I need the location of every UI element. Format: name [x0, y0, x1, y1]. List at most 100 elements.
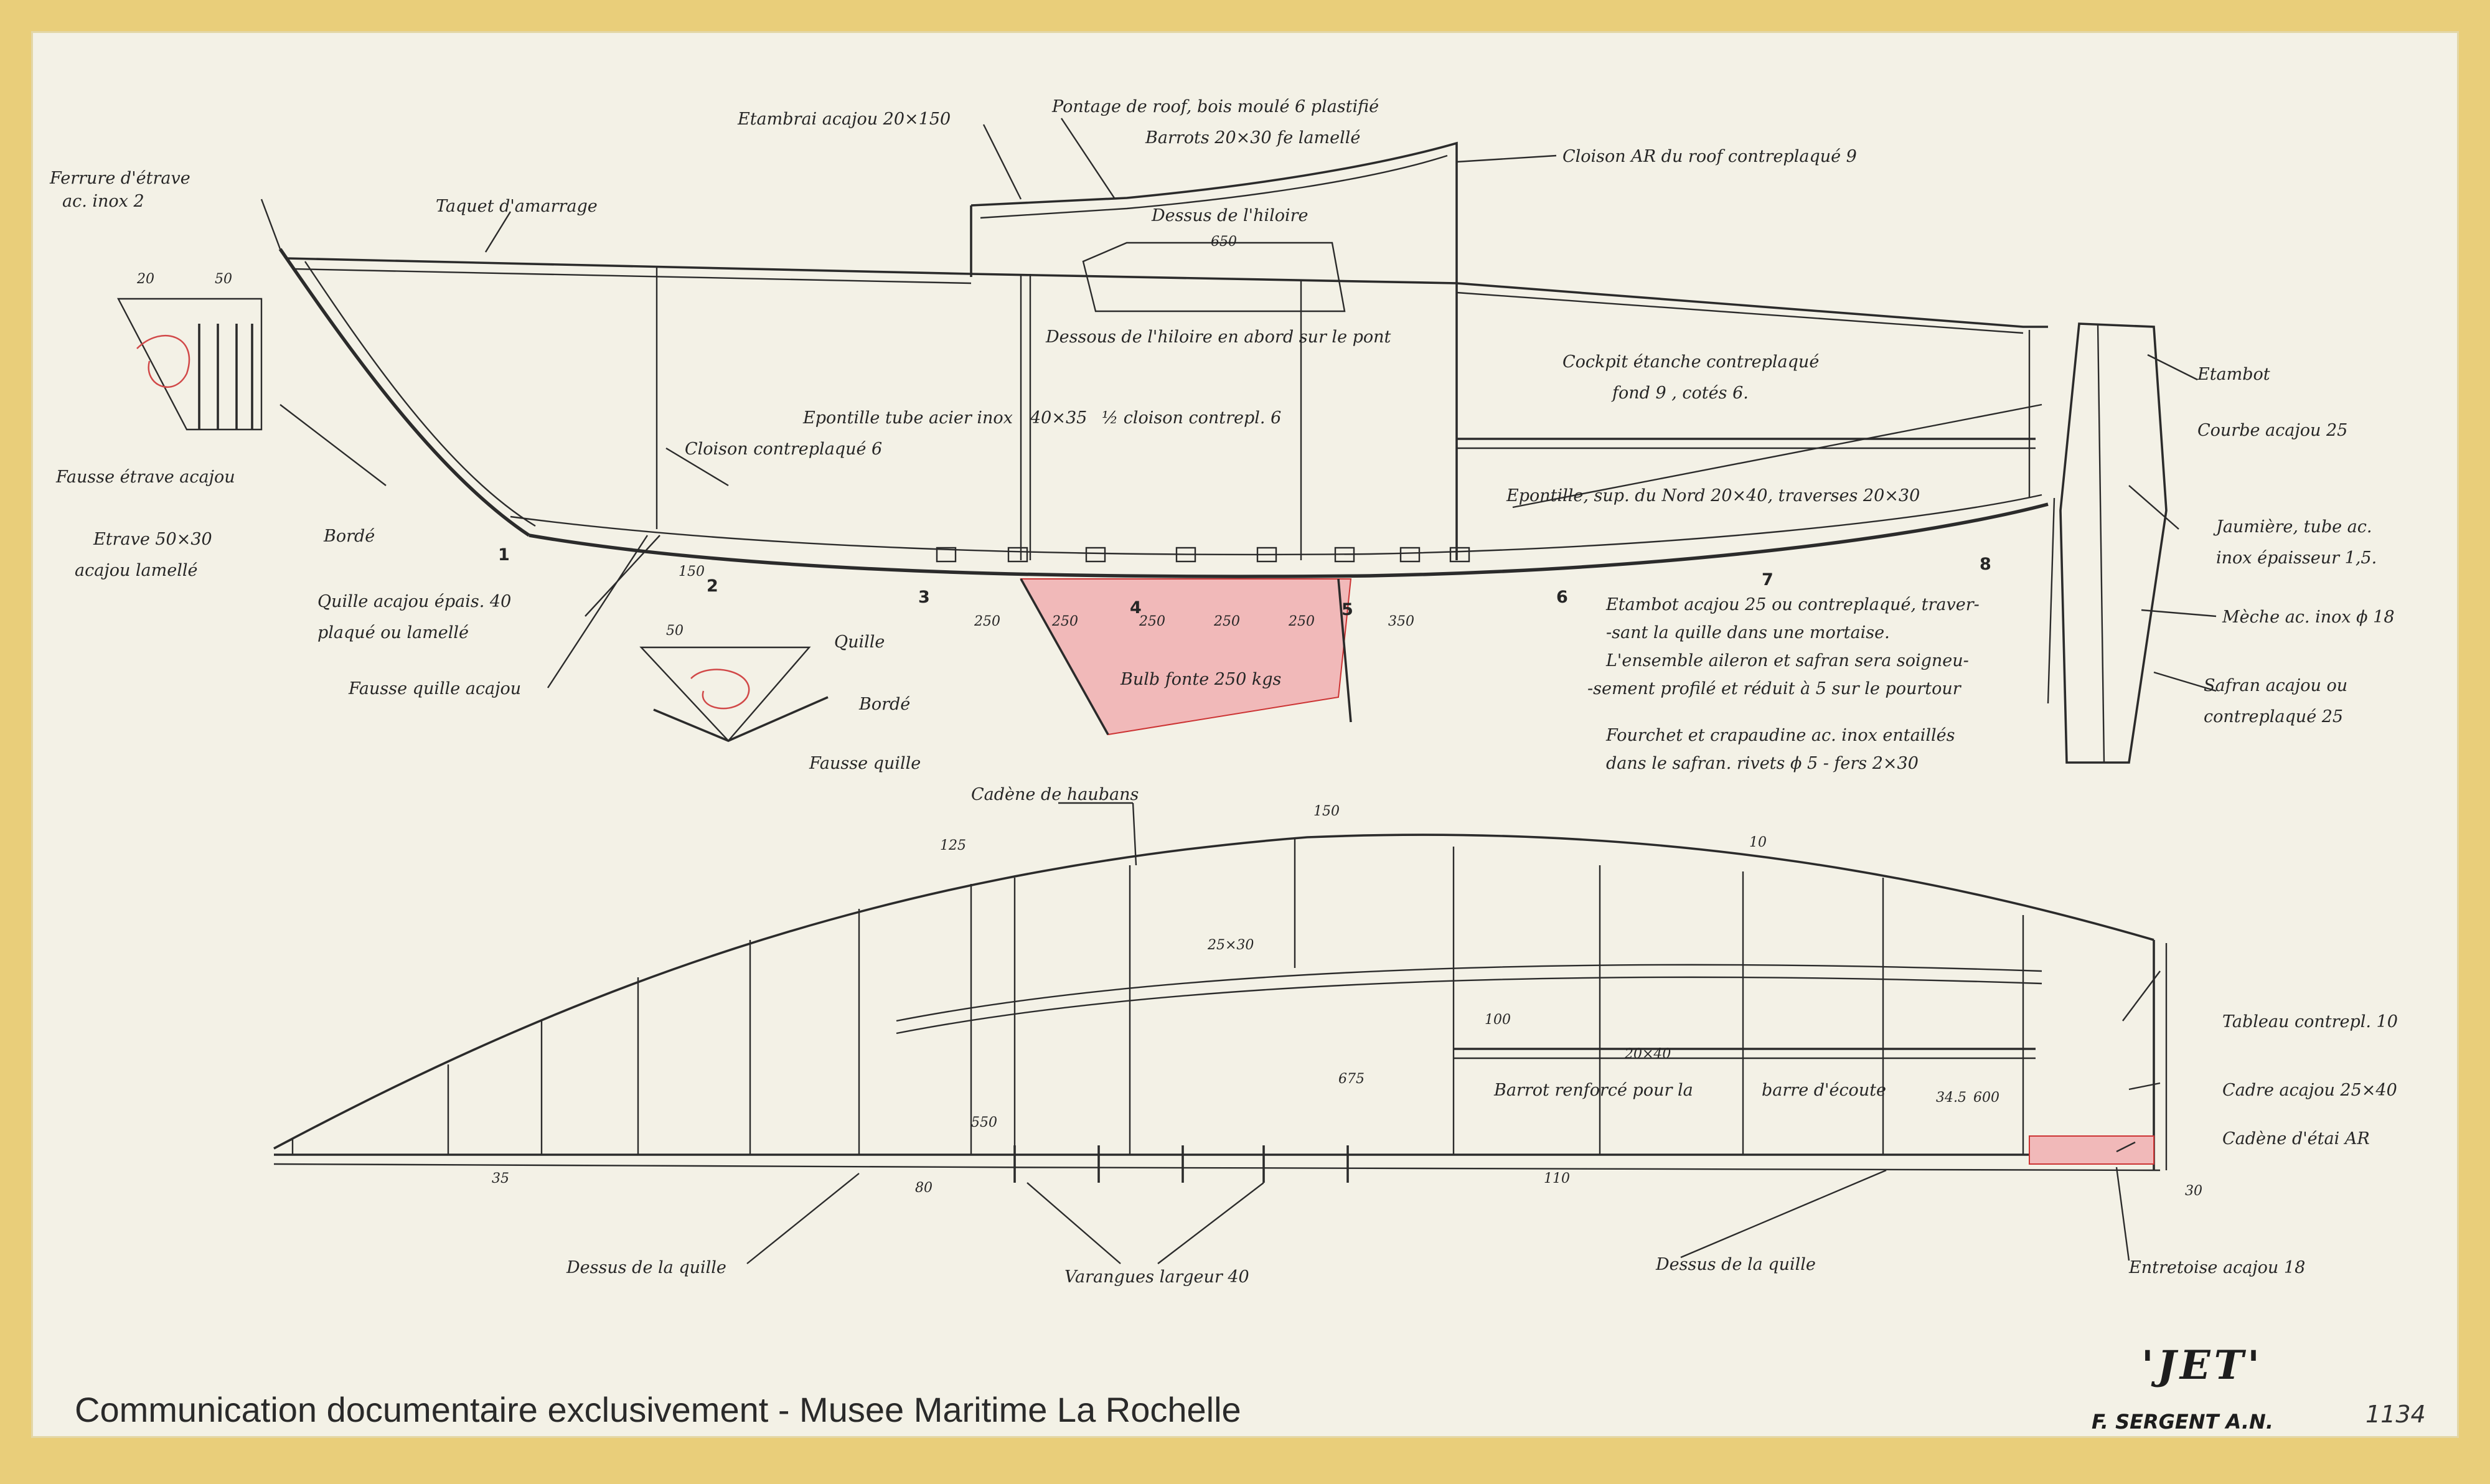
dim-250-d: 250 [1213, 614, 1240, 629]
dim-stem-50: 50 [215, 271, 232, 287]
naval-architect: F. SERGENT A.N. [2092, 1410, 2273, 1434]
stem [278, 248, 530, 537]
dim-250-b: 250 [1051, 614, 1078, 629]
station-4: 4 [1130, 598, 1142, 618]
dim-plan-150: 150 [1313, 804, 1340, 819]
label-epontille: Epontille tube acier inox [802, 408, 1013, 428]
label-dessus-quille-left: Dessus de la quille [566, 1258, 726, 1277]
station-8: 8 [1980, 555, 1991, 574]
station-2: 2 [707, 576, 718, 596]
label-fourchet-2: dans le safran. rivets ϕ 5 - fers 2×30 [1606, 754, 1919, 773]
plan-sheer [273, 834, 2154, 1150]
dim-plan-30: 30 [2185, 1183, 2202, 1199]
dim-150: 150 [679, 564, 705, 580]
label-demi-cloison: ½ cloison contrepl. 6 [1102, 408, 1281, 428]
keel-section-detail [639, 646, 811, 742]
label-jaumiere-2: inox épaisseur 1,5. [2216, 548, 2377, 568]
plan-floors [1013, 1145, 1349, 1183]
deck-beam-line [292, 268, 2024, 334]
dim-stem-20: 20 [136, 271, 154, 287]
label-cloison: Cloison contreplaqué 6 [685, 439, 882, 459]
stem-section-detail [117, 298, 263, 431]
dim-600: 600 [1973, 1090, 1999, 1106]
label-dessous-hiloire: Dessous de l'hiloire en abord sur le pon… [1045, 327, 1391, 347]
label-safran-2: contreplaqué 25 [2204, 707, 2343, 726]
station-1: 1 [498, 545, 510, 565]
label-quille-1: Quille acajou épais. 40 [317, 592, 511, 611]
profile-view [117, 141, 2168, 764]
label-meche: Mèche ac. inox ϕ 18 [2222, 608, 2395, 627]
label-ferrure-1: Ferrure d'étrave [49, 169, 190, 188]
dim-250-a: 250 [974, 614, 1000, 629]
label-tableau: Tableau contrepl. 10 [2222, 1012, 2398, 1031]
label-fourchet-1: Fourchet et crapaudine ac. inox entaillé… [1605, 726, 1955, 745]
label-dessus-quille-right: Dessus de la quille [1655, 1255, 1816, 1274]
cabin-roof [970, 141, 1458, 286]
label-section-fausse-quille: Fausse quille [809, 754, 921, 773]
dim-345: 34.5 [1936, 1090, 1966, 1106]
station-5: 5 [1341, 600, 1353, 619]
plan-carline [896, 964, 2042, 1022]
station-3: 3 [918, 588, 930, 607]
label-cockpit-2: fond 9 , cotés 6. [1611, 383, 1749, 403]
label-etambot-note-3: L'ensemble aileron et safran sera soigne… [1605, 651, 1969, 670]
label-pontage: Pontage de roof, bois moulé 6 plastifié [1051, 97, 1379, 116]
rudder [2059, 322, 2168, 764]
label-etrave-1: Etrave 50×30 [93, 530, 212, 549]
cabin-window [1082, 242, 1346, 312]
stem-inner [304, 261, 536, 527]
label-barrot-renforce: Barrot renforcé pour la [1493, 1081, 1693, 1100]
dim-250-e: 250 [1288, 614, 1315, 629]
label-safran-1: Safran acajou ou [2204, 676, 2347, 695]
label-etambot: Etambot [2197, 365, 2270, 384]
label-epontille-size: 40×35 [1030, 408, 1087, 428]
label-taquet: Taquet d'amarrage [436, 197, 598, 216]
label-ferrure-2: ac. inox 2 [62, 192, 144, 211]
ballast-bulb [1020, 578, 1352, 736]
label-barre-ecoute: barre d'écoute [1762, 1081, 1886, 1100]
label-etambot-note-1: Etambot acajou 25 ou contreplaqué, trave… [1605, 595, 1980, 614]
dim-plan-10: 10 [1749, 835, 1767, 850]
label-etambrai: Etambrai acajou 20×150 [737, 110, 951, 129]
label-courbe: Courbe acajou 25 [2197, 421, 2347, 440]
label-entretoise: Entretoise acajou 18 [2128, 1258, 2305, 1277]
label-barrots: Barrots 20×30 fe lamellé [1145, 128, 1360, 148]
plan-leaders [746, 802, 2161, 1264]
label-etambot-note-2: -sant la quille dans une mortaise. [1606, 623, 1890, 642]
dim-550: 550 [971, 1115, 997, 1130]
label-varangues: Varangues largeur 40 [1064, 1267, 1249, 1287]
dim-plan-80: 80 [915, 1180, 933, 1196]
dim-650: 650 [1211, 234, 1237, 250]
dim-125: 125 [940, 838, 966, 853]
dim-20x40: 20×40 [1624, 1046, 1671, 1062]
dim-plan-100: 100 [1485, 1012, 1511, 1028]
label-fausse-etrave: Fausse étrave acajou [55, 467, 235, 487]
label-cockpit-1: Cockpit étanche contreplaqué [1562, 352, 1819, 372]
rudder-stock [2097, 323, 2105, 763]
archive-watermark: Communication documentaire exclusivement… [75, 1390, 1241, 1429]
dim-plan-35: 35 [492, 1171, 509, 1186]
station-7: 7 [1762, 570, 1774, 589]
label-cloison-roof: Cloison AR du roof contreplaqué 9 [1562, 147, 1857, 166]
label-fausse-quille: Fausse quille acajou [348, 679, 521, 698]
label-cadre: Cadre acajou 25×40 [2222, 1081, 2397, 1100]
sheet-number: 1134 [2366, 1401, 2426, 1428]
station-6: 6 [1556, 588, 1568, 607]
label-section-borde: Bordé [858, 695, 910, 714]
label-section-quille: Quille [834, 632, 885, 652]
dim-250-c: 250 [1139, 614, 1165, 629]
fin-aft-edge [2047, 497, 2055, 704]
label-etrave-2: acajou lamellé [75, 561, 197, 580]
label-quille-2: plaqué ou lamellé [317, 623, 469, 642]
label-borde: Bordé [323, 527, 375, 546]
label-cadene-haubans: Cadène de haubans [971, 785, 1139, 804]
dim-plan-110: 110 [1544, 1171, 1570, 1186]
label-jaumiere-1: Jaumière, tube ac. [2213, 517, 2372, 537]
hull-bottom [529, 502, 2049, 578]
plan-view [273, 834, 2168, 1183]
plan-frames [447, 837, 2024, 1155]
floor-blocks [936, 547, 1470, 563]
dim-section-50: 50 [666, 623, 684, 639]
